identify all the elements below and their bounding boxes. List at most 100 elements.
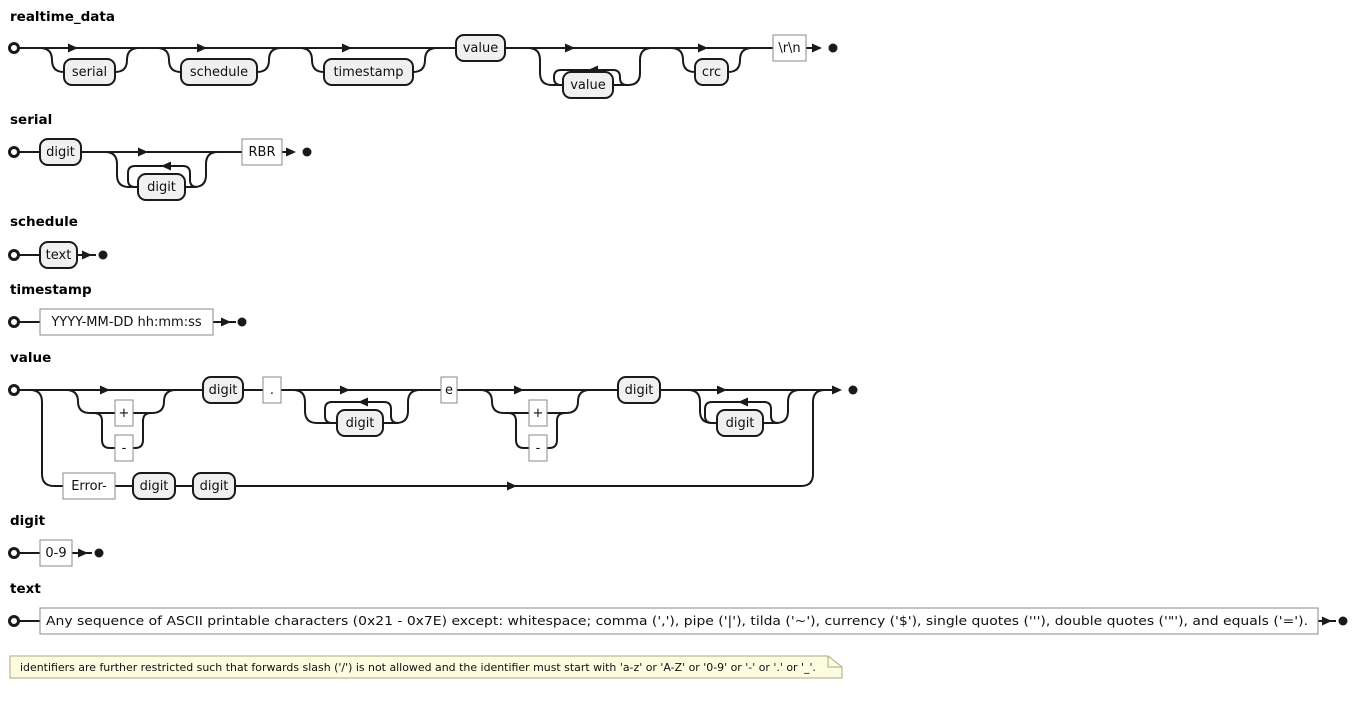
branch-up-curve (727, 47, 753, 73)
box-label: Any sequence of ASCII printable characte… (46, 614, 1308, 629)
note-fold-icon (827, 656, 842, 668)
box-shape (63, 58, 116, 86)
connector-curve (800, 389, 826, 487)
branch-up-curve (395, 389, 421, 424)
box-label: digit (140, 479, 169, 494)
rule-title-serial: serial (10, 112, 53, 128)
box-label: crc (702, 65, 721, 80)
branch-down-curve (156, 47, 182, 73)
box-shape (262, 376, 282, 404)
railroad-digit: 0-9 (8, 539, 104, 567)
box-shape (39, 607, 1319, 635)
box-label: + (533, 406, 544, 421)
end-terminal (848, 385, 858, 395)
box-shape (137, 173, 186, 201)
skip-arrow-icon (698, 43, 708, 53)
loop-arrow-icon (358, 397, 368, 407)
skip-arrow-icon (342, 43, 352, 53)
terminal-error: Error- (62, 472, 116, 500)
node-digit: digit (716, 409, 764, 437)
box-shape (241, 138, 283, 166)
end-terminal (302, 147, 312, 157)
box-shape (716, 409, 764, 437)
end-terminal (94, 548, 104, 558)
end-terminal (98, 250, 108, 260)
skip-arrow-icon (717, 385, 727, 395)
box-label: value (463, 41, 499, 56)
box-shape (323, 58, 414, 86)
box-shape (180, 58, 258, 86)
connector-curve (93, 412, 115, 449)
terminal-sym: - (528, 434, 548, 462)
branch-down-curve (39, 47, 65, 73)
node-digit: digit (336, 409, 384, 437)
branch-up-curve (412, 47, 438, 73)
end-terminal (828, 43, 838, 53)
node-digit: digit (617, 376, 661, 404)
branch-up-curve (114, 47, 140, 73)
rule-title-schedule: schedule (10, 214, 78, 230)
end-terminal (1338, 616, 1348, 626)
box-label: RBR (249, 145, 276, 160)
skip-arrow-icon (138, 147, 148, 157)
rule-title-realtime-data: realtime_data (10, 9, 115, 25)
box-shape (528, 434, 548, 462)
start-terminal (8, 384, 20, 396)
skip-arrow-icon (507, 481, 517, 491)
terminal-0-9: 0-9 (39, 539, 73, 567)
railroad-text: Any sequence of ASCII printable characte… (8, 607, 1348, 635)
box-label: text (46, 248, 72, 263)
box-label: - (122, 441, 127, 456)
box-shape (114, 399, 134, 427)
box-label: value (570, 78, 606, 93)
branch-down-curve (299, 47, 325, 73)
connector-curve (65, 389, 115, 414)
branch-up-curve (775, 389, 801, 424)
end-arrow-icon (78, 548, 88, 558)
box-shape (528, 399, 548, 427)
node-timestamp: timestamp (323, 58, 414, 86)
terminal-yyyy-mm-dd-hh-mm-ss: YYYY-MM-DD hh:mm:ss (39, 308, 214, 336)
note-text: identifiers are further restricted such … (20, 662, 816, 674)
start-terminal (8, 146, 20, 158)
start-terminal (8, 615, 20, 627)
branch-down-curve (292, 389, 318, 424)
box-shape (694, 58, 729, 86)
node-serial: serial (63, 58, 116, 86)
branch-down-curve (670, 47, 696, 73)
terminal-r-n: \r\n (772, 34, 807, 62)
terminal-sym: . (262, 376, 282, 404)
connector-curve (29, 389, 55, 487)
start-terminal (8, 547, 20, 559)
box-shape (455, 34, 506, 62)
connector-curve (507, 412, 529, 449)
box-label: . (270, 383, 274, 398)
box-shape (772, 34, 807, 62)
branch-up-curve (256, 47, 282, 73)
box-shape (617, 376, 661, 404)
skip-arrow-icon (340, 385, 350, 395)
end-arrow-icon (832, 385, 842, 395)
repeat-loop-curve (553, 69, 628, 86)
box-label: Error- (71, 479, 107, 494)
end-arrow-icon (221, 317, 231, 327)
skip-arrow-icon (197, 43, 207, 53)
end-arrow-icon (286, 147, 296, 157)
skip-arrow-icon (68, 43, 78, 53)
box-label: \r\n (778, 41, 800, 56)
connector-curve (133, 389, 177, 414)
box-label: 0-9 (45, 546, 66, 561)
box-label: digit (200, 479, 229, 494)
box-shape (39, 138, 82, 166)
rule-title-text: text (10, 581, 41, 597)
node-text: text (39, 241, 78, 269)
node-digit: digit (132, 472, 176, 500)
rule-title-value: value (10, 350, 52, 366)
box-label: YYYY-MM-DD hh:mm:ss (50, 315, 202, 330)
terminal-e: e (440, 376, 458, 404)
branch-up-curve (193, 151, 219, 188)
railroad-timestamp: YYYY-MM-DD hh:mm:ss (8, 308, 247, 336)
